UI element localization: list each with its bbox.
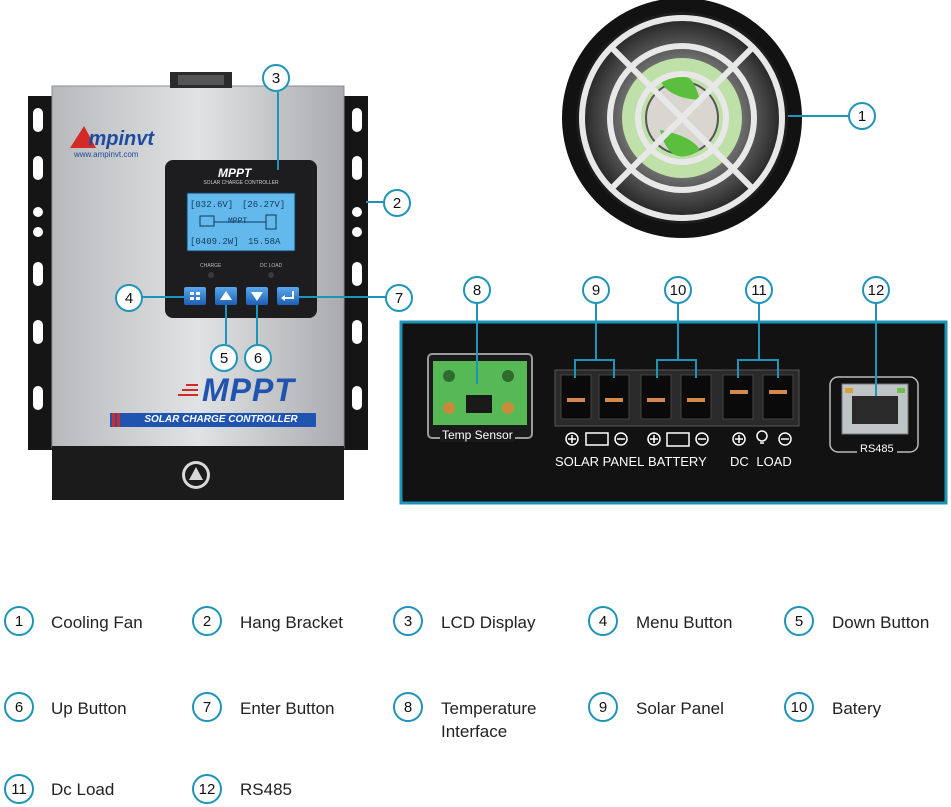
legend-label-5: Down Button bbox=[832, 613, 930, 632]
legend-num-4: 4 bbox=[588, 606, 618, 636]
callout-10: 10 bbox=[664, 276, 692, 304]
battery-label: BATTERY bbox=[648, 454, 707, 469]
lcd-current: 15.58A bbox=[248, 237, 281, 247]
legend-num-7: 7 bbox=[192, 692, 222, 722]
enter-button bbox=[277, 287, 299, 305]
lcd-power: [0409.2W] bbox=[190, 237, 239, 247]
legend-label-2: Hang Bracket bbox=[240, 613, 343, 632]
callout-1: 1 bbox=[848, 102, 876, 130]
lcd-batt-voltage: [26.27V] bbox=[242, 200, 286, 210]
legend-label-9: Solar Panel bbox=[636, 699, 724, 718]
brand-logo-mark bbox=[70, 126, 96, 148]
callout-4: 4 bbox=[115, 284, 143, 312]
brand-website: www.ampinvt.com bbox=[74, 150, 139, 159]
callout-leaders bbox=[142, 92, 877, 396]
legend-num-3: 3 bbox=[393, 606, 423, 636]
mppt-logo: MPPT bbox=[202, 372, 295, 408]
legend-label-3: LCD Display bbox=[441, 613, 536, 632]
legend-num-9: 9 bbox=[588, 692, 618, 722]
rs485-label: RS485 bbox=[857, 443, 897, 455]
callout-5: 5 bbox=[210, 344, 238, 372]
legend-label-12: RS485 bbox=[240, 780, 292, 799]
lcd-pv-voltage: [032.6V] bbox=[190, 200, 234, 210]
legend-num-6: 6 bbox=[4, 692, 34, 722]
menu-button bbox=[184, 287, 206, 305]
dc-load-led-label: DC LOAD bbox=[260, 263, 283, 269]
callout-11: 11 bbox=[745, 276, 773, 304]
legend-num-2: 2 bbox=[192, 606, 222, 636]
temp-sensor-label: Temp Sensor bbox=[440, 428, 515, 442]
lcd-mode: MPPT bbox=[228, 217, 248, 226]
brand-name: Ampinvt bbox=[74, 128, 155, 150]
callout-7: 7 bbox=[385, 284, 413, 312]
legend-num-12: 12 bbox=[192, 774, 222, 804]
solar-panel-label: SOLAR PANEL bbox=[555, 454, 645, 469]
terminal-block bbox=[554, 369, 800, 427]
callout-6: 6 bbox=[244, 344, 272, 372]
legend-num-11: 11 bbox=[4, 774, 34, 804]
legend-label-1: Cooling Fan bbox=[51, 613, 143, 632]
legend-num-8: 8 bbox=[393, 692, 423, 722]
legend-label-11: Dc Load bbox=[51, 780, 115, 799]
banner-text: SOLAR CHARGE CONTROLLER bbox=[144, 414, 298, 425]
legend-num-1: 1 bbox=[4, 606, 34, 636]
lcd-subheader: SOLAR CHARGE CONTROLLER bbox=[203, 180, 279, 186]
charge-label: CHARGE bbox=[200, 263, 222, 269]
banner bbox=[110, 413, 316, 427]
lcd-header: MPPT bbox=[218, 166, 252, 180]
hang-bracket bbox=[28, 96, 368, 450]
callout-8: 8 bbox=[463, 276, 491, 304]
legend-label-4: Menu Button bbox=[636, 613, 733, 632]
callout-3: 3 bbox=[262, 64, 290, 92]
fan-closeup bbox=[562, 0, 802, 238]
callout-2: 2 bbox=[383, 189, 411, 217]
dc-load-label: DC LOAD bbox=[730, 454, 792, 469]
legend-label-7: Enter Button bbox=[240, 699, 335, 718]
legend-label-8: Temperature Interface bbox=[441, 699, 537, 741]
legend-num-10: 10 bbox=[784, 692, 814, 722]
legend-num-5: 5 bbox=[784, 606, 814, 636]
callout-9: 9 bbox=[582, 276, 610, 304]
device-illustration bbox=[28, 0, 948, 505]
legend-label-10: Batery bbox=[832, 699, 882, 718]
legend-label-6: Up Button bbox=[51, 699, 127, 718]
callout-12: 12 bbox=[862, 276, 890, 304]
